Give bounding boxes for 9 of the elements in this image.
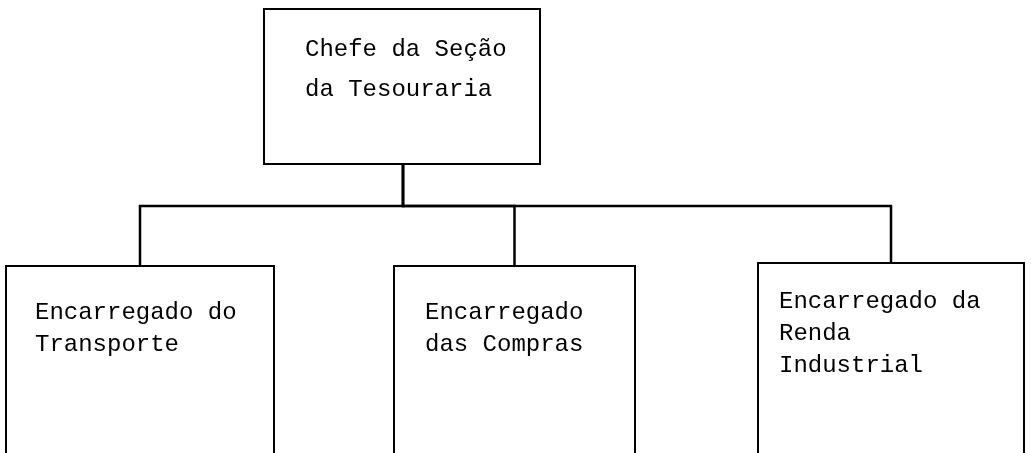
org-box [757, 262, 1025, 453]
box-text: Encarregado da Renda Industrial [779, 287, 982, 381]
org-box [393, 265, 636, 453]
box-text: Chefe da Seção da Tesouraria [305, 35, 508, 105]
box-text: Encarregado das Compras [425, 298, 585, 360]
org-box [5, 265, 275, 453]
connector-line [401, 165, 893, 262]
box-text: Encarregado do Transporte [35, 298, 238, 360]
org-box [263, 8, 541, 165]
